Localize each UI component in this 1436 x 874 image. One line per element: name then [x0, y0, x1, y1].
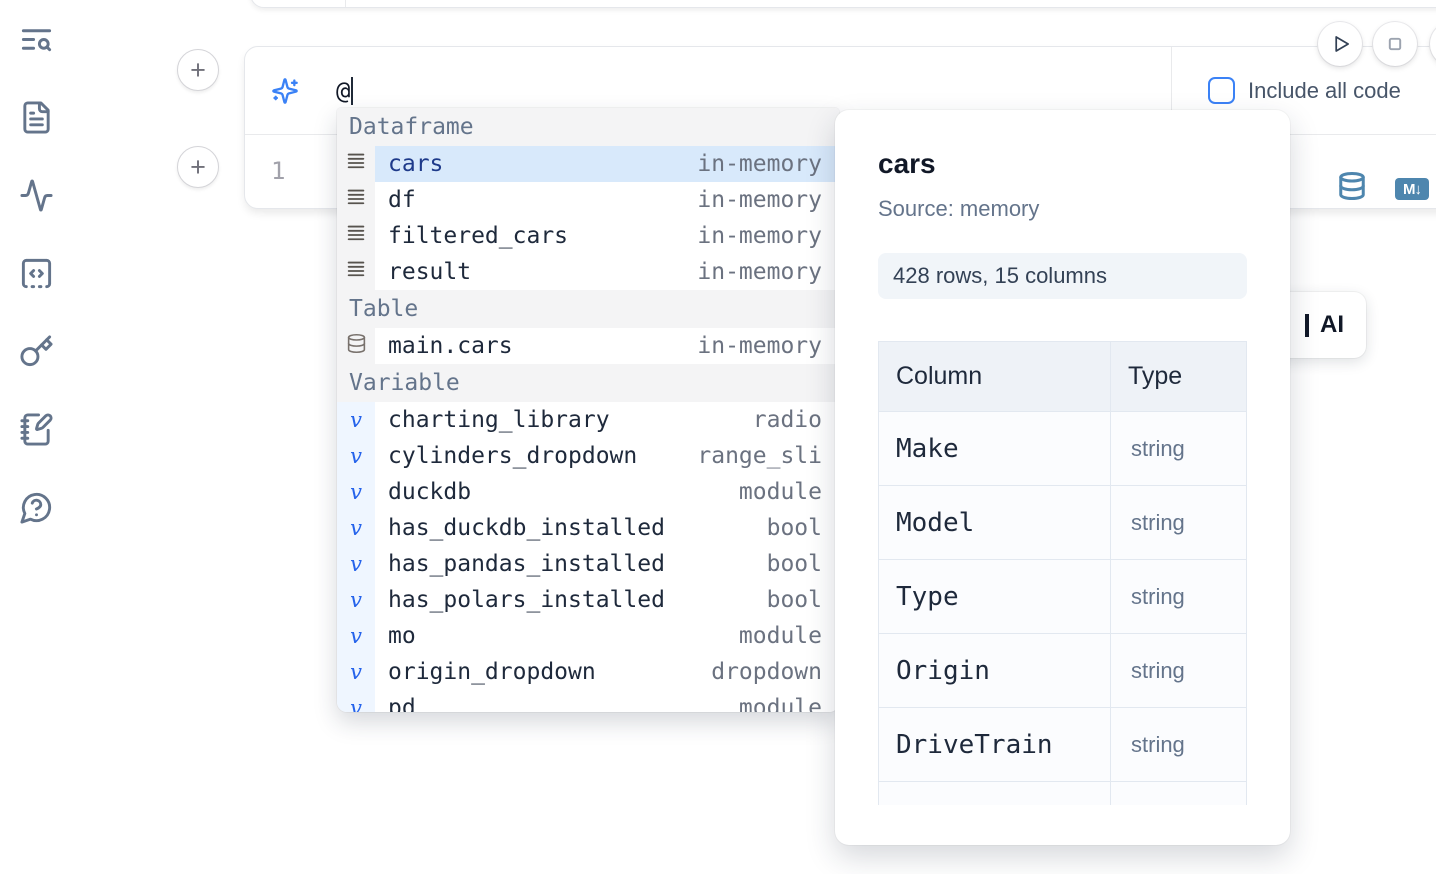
text-search-icon[interactable]	[19, 22, 54, 62]
database-icon[interactable]	[1337, 171, 1367, 201]
sidebar	[0, 0, 72, 874]
section-header-variable: Variable	[337, 364, 839, 402]
schema-table-wrap: Column Type Make string Model string Typ…	[878, 341, 1247, 805]
ai-prompt-input[interactable]: @	[336, 76, 354, 105]
line-number: 1	[271, 157, 286, 185]
stop-cell-button[interactable]	[1373, 22, 1417, 66]
ai-prompt-value: @	[336, 76, 351, 105]
variable-icon: v	[350, 588, 362, 612]
dataframe-preview-panel: cars Source: memory 428 rows, 15 columns…	[835, 110, 1290, 845]
preview-title: cars	[878, 148, 936, 179]
add-cell-above-button[interactable]: +	[177, 49, 219, 91]
section-header-table: Table	[337, 290, 839, 328]
schema-header-column: Column	[878, 341, 1111, 412]
schema-row: Origin string	[878, 633, 1247, 708]
file-text-icon[interactable]	[19, 100, 54, 140]
prompt-options: Include all code	[1171, 47, 1436, 134]
include-all-code-checkbox[interactable]	[1208, 77, 1235, 104]
ai-sparkles-icon	[271, 77, 299, 105]
dataframe-rows-icon	[345, 150, 367, 178]
schema-row: Make string	[878, 411, 1247, 486]
schema-row: DriveTrain string	[878, 707, 1247, 782]
variable-icon: v	[350, 408, 362, 432]
variable-icon: v	[350, 660, 362, 684]
include-all-code-label: Include all code	[1248, 77, 1401, 103]
section-header-dataframe: Dataframe	[337, 108, 839, 146]
schema-row: Type string	[878, 559, 1247, 634]
markdown-badge-icon[interactable]: M↓	[1395, 178, 1429, 200]
clipped-label-fragment	[1305, 313, 1309, 337]
dataframe-rows-icon	[345, 222, 367, 250]
variable-icon: v	[350, 480, 362, 504]
preview-source: Source: memory	[878, 196, 1040, 221]
text-cursor	[351, 76, 354, 105]
variable-icon: v	[350, 696, 362, 712]
schema-header-type: Type	[1110, 341, 1247, 412]
variable-icon: v	[350, 444, 362, 468]
variable-icon: v	[350, 516, 362, 540]
shape-badge: 428 rows, 15 columns	[878, 253, 1247, 299]
code-editor-row[interactable]: 1 M↓	[245, 135, 1436, 207]
variable-icon: v	[350, 624, 362, 648]
activity-icon[interactable]	[19, 178, 54, 218]
schema-table: Column Type Make string Model string Typ…	[878, 341, 1247, 805]
variable-icon: v	[350, 552, 362, 576]
add-cell-below-button[interactable]: +	[177, 146, 219, 188]
play-icon	[1335, 36, 1349, 52]
key-icon[interactable]	[19, 334, 54, 374]
scratchpad-code-icon[interactable]	[19, 256, 54, 296]
dataframe-rows-icon	[345, 186, 367, 214]
schema-row-clipped	[878, 781, 1247, 805]
ai-button-label: AI	[1320, 311, 1344, 338]
gutter-divider	[345, 0, 346, 7]
notebook-pen-icon[interactable]	[19, 412, 54, 452]
clipped-run-button[interactable]	[1430, 22, 1436, 66]
dataframe-rows-icon	[345, 258, 367, 286]
table-database-icon	[346, 333, 367, 360]
stop-icon	[1388, 37, 1402, 51]
previous-cell	[250, 0, 1436, 8]
run-cell-button[interactable]	[1318, 22, 1362, 66]
schema-row: Model string	[878, 485, 1247, 560]
help-chat-icon[interactable]	[19, 490, 54, 530]
